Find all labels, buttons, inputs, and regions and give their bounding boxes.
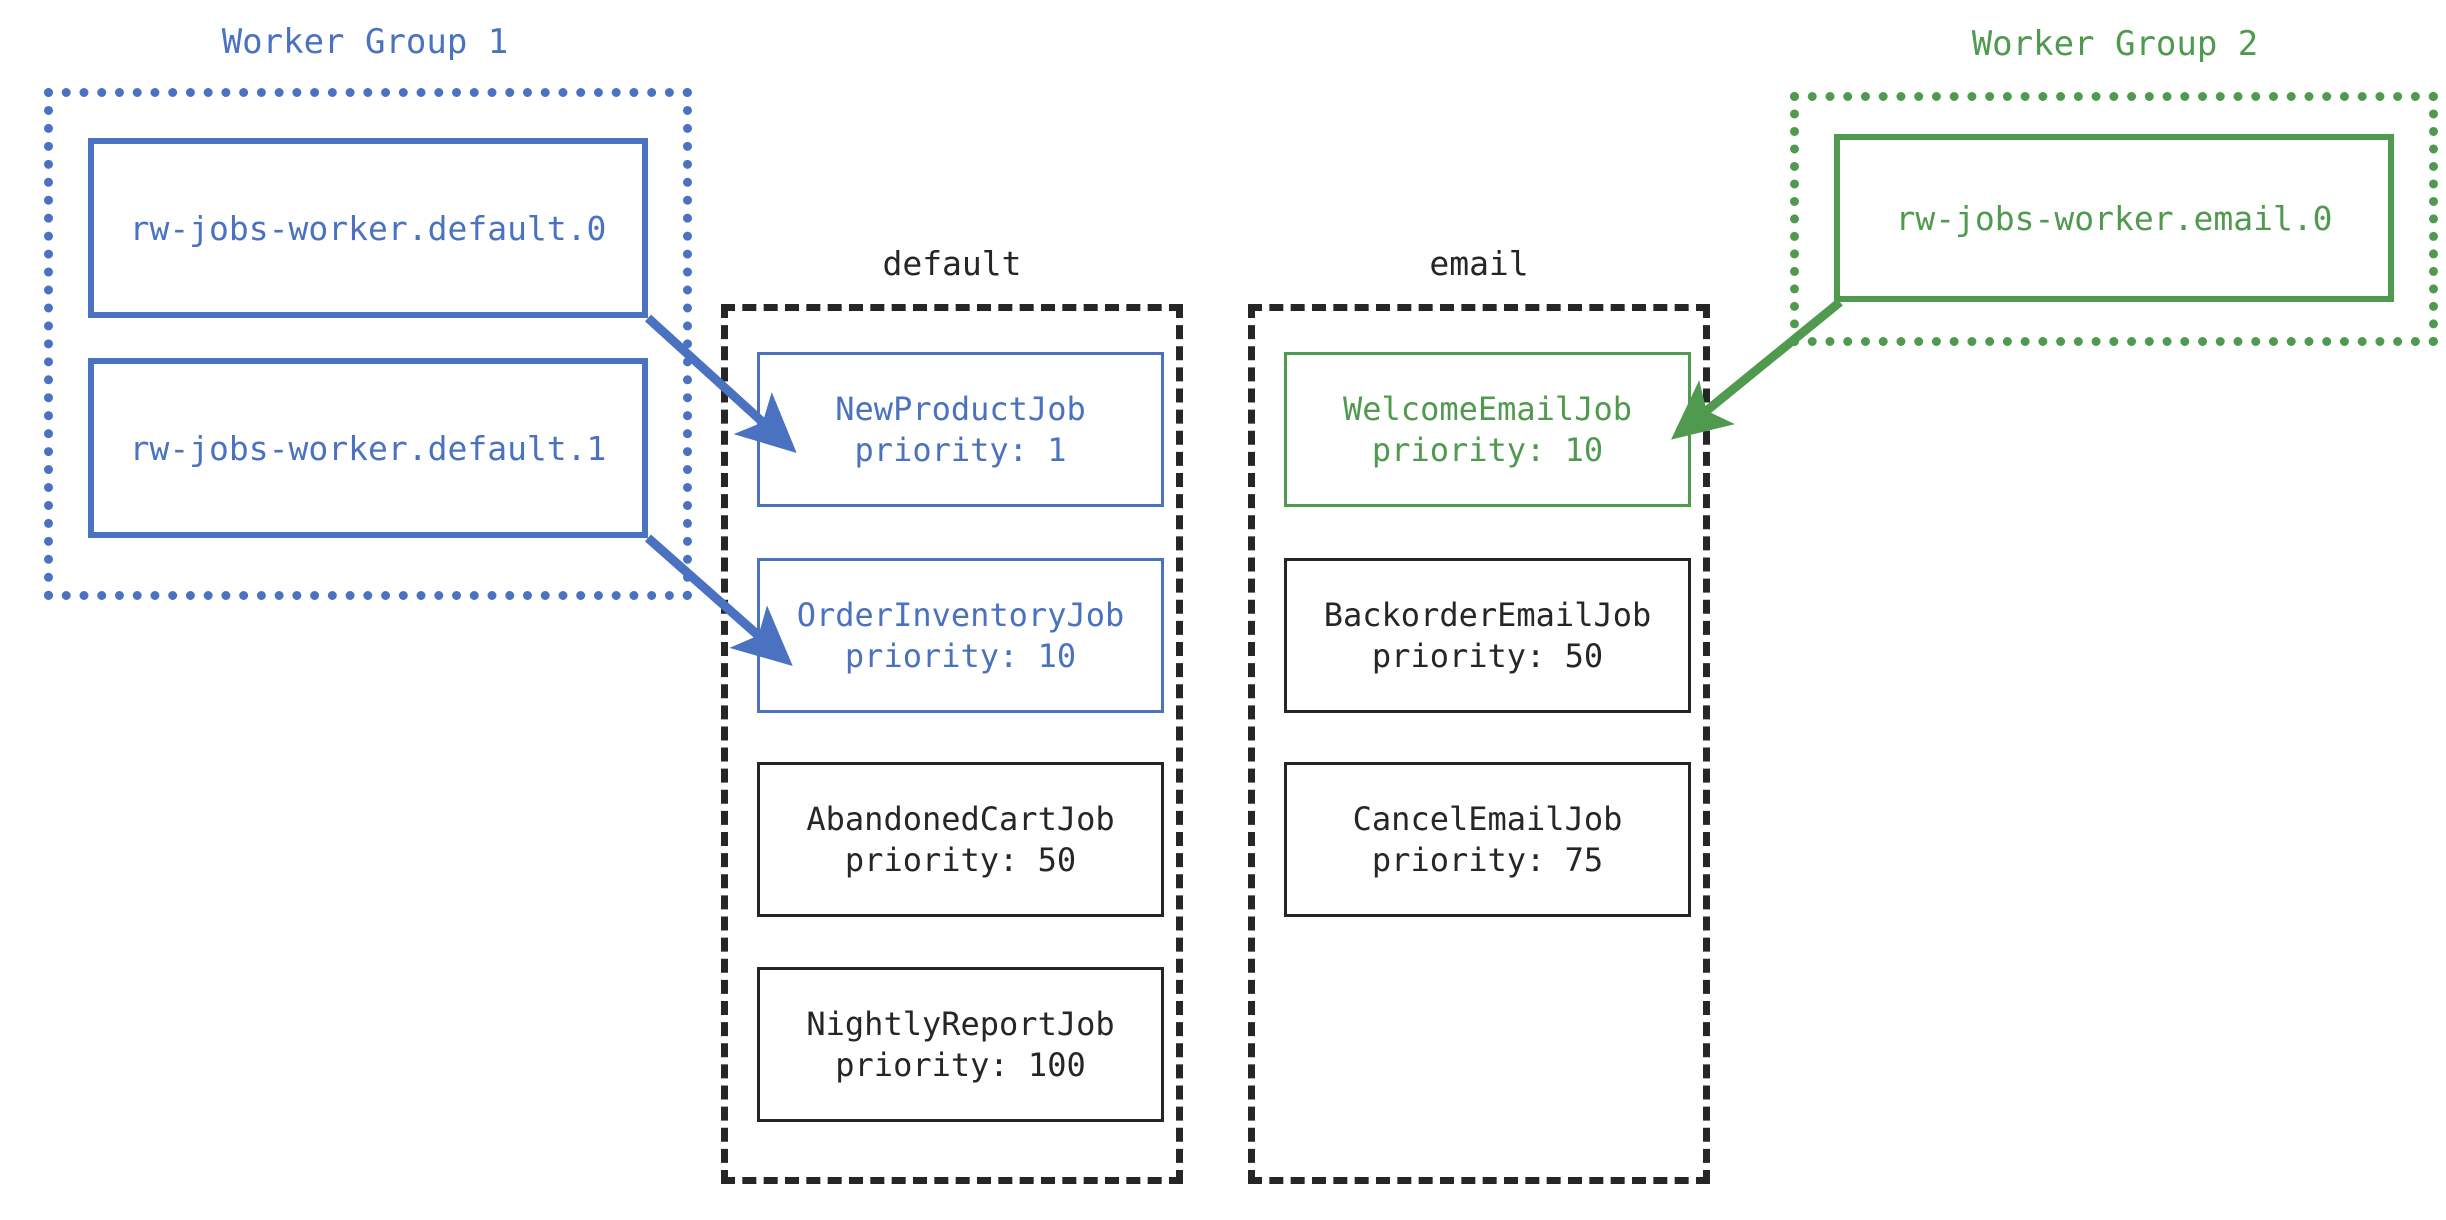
worker-group-1-label: Worker Group 1 xyxy=(221,22,509,62)
worker-box-default-0-label: rw-jobs-worker.default.0 xyxy=(129,208,607,248)
worker-box-email-0-label: rw-jobs-worker.email.0 xyxy=(1895,198,2333,238)
job-priority: priority: 10 xyxy=(1371,430,1604,469)
job-box-nightly-report-job[interactable]: NightlyReportJob priority: 100 xyxy=(757,967,1164,1122)
queue-column-email xyxy=(1248,304,1710,1184)
worker-box-default-1-label: rw-jobs-worker.default.1 xyxy=(129,428,607,468)
job-priority: priority: 1 xyxy=(854,430,1067,469)
job-box-new-product-job[interactable]: NewProductJob priority: 1 xyxy=(757,352,1164,507)
job-priority: priority: 50 xyxy=(844,840,1077,879)
queue-title-email: email xyxy=(1429,244,1529,283)
worker-box-default-1[interactable]: rw-jobs-worker.default.1 xyxy=(88,358,648,538)
job-priority: priority: 50 xyxy=(1371,636,1604,675)
job-name: BackorderEmailJob xyxy=(1323,595,1652,634)
job-box-abandoned-cart-job[interactable]: AbandonedCartJob priority: 50 xyxy=(757,762,1164,917)
job-name: WelcomeEmailJob xyxy=(1343,389,1632,428)
job-name: CancelEmailJob xyxy=(1352,799,1623,838)
worker-group-2-label: Worker Group 2 xyxy=(1971,24,2259,64)
job-box-order-inventory-job[interactable]: OrderInventoryJob priority: 10 xyxy=(757,558,1164,713)
queue-column-default xyxy=(721,304,1183,1184)
job-box-backorder-email-job[interactable]: BackorderEmailJob priority: 50 xyxy=(1284,558,1691,713)
job-priority: priority: 75 xyxy=(1371,840,1604,879)
job-box-welcome-email-job[interactable]: WelcomeEmailJob priority: 10 xyxy=(1284,352,1691,507)
worker-box-default-0[interactable]: rw-jobs-worker.default.0 xyxy=(88,138,648,318)
worker-group-2-container xyxy=(1790,92,2438,346)
job-priority: priority: 10 xyxy=(844,636,1077,675)
job-name: NewProductJob xyxy=(835,389,1086,428)
job-name: NightlyReportJob xyxy=(806,1004,1115,1043)
job-priority: priority: 100 xyxy=(835,1045,1086,1084)
queue-title-default: default xyxy=(882,244,1022,283)
job-box-cancel-email-job[interactable]: CancelEmailJob priority: 75 xyxy=(1284,762,1691,917)
job-name: AbandonedCartJob xyxy=(806,799,1115,838)
job-name: OrderInventoryJob xyxy=(796,595,1125,634)
worker-box-email-0[interactable]: rw-jobs-worker.email.0 xyxy=(1834,134,2394,302)
